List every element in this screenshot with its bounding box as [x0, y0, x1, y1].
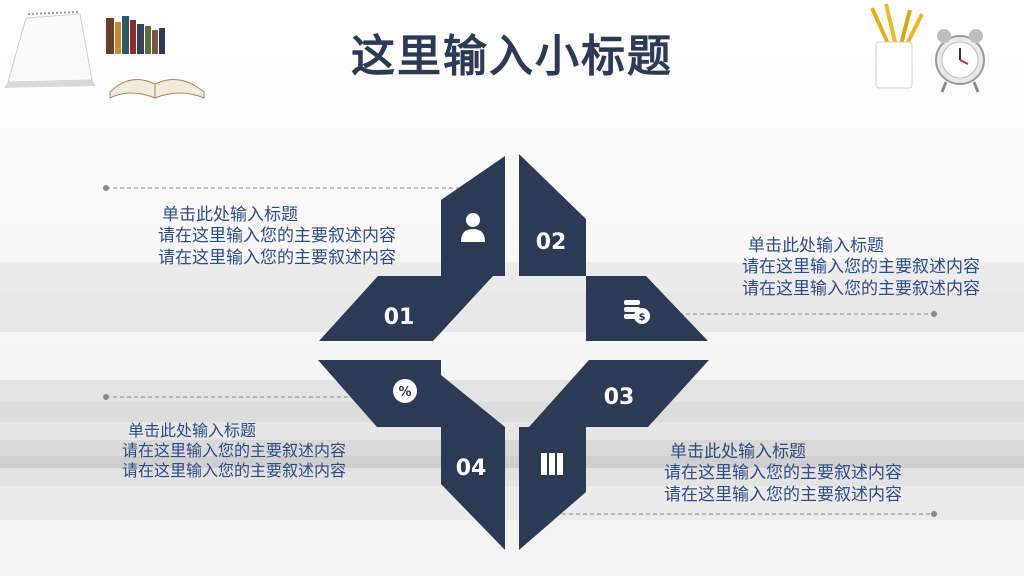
connectors: [103, 185, 937, 517]
segment-1-number: 01: [384, 305, 415, 330]
block-2-line-2: 请在这里输入您的主要叙述内容: [742, 278, 980, 299]
block-3-line-2: 请在这里输入您的主要叙述内容: [664, 484, 902, 505]
segment-4: [318, 360, 505, 550]
block-1-line-1: 请在这里输入您的主要叙述内容: [158, 226, 396, 247]
block-1-line-2: 请在这里输入您的主要叙述内容: [158, 247, 396, 268]
segment-3: [519, 360, 709, 550]
calendar-icon: [4, 11, 96, 88]
text-block-3: 单击此处输入标题 请在这里输入您的主要叙述内容 请在这里输入您的主要叙述内容: [664, 442, 902, 506]
text-block-1: 单击此处输入标题 请在这里输入您的主要叙述内容 请在这里输入您的主要叙述内容: [158, 205, 396, 269]
block-2-line-1: 请在这里输入您的主要叙述内容: [742, 257, 980, 278]
person-icon: [461, 213, 485, 242]
segment-3-number: 03: [604, 385, 635, 410]
block-4-line-1: 请在这里输入您的主要叙述内容: [122, 441, 347, 460]
svg-text:$: $: [639, 312, 646, 323]
block-3-line-1: 请在这里输入您的主要叙述内容: [664, 463, 902, 484]
open-book-icon: [109, 79, 205, 99]
text-block-2: 单击此处输入标题 请在这里输入您的主要叙述内容 请在这里输入您的主要叙述内容: [742, 236, 980, 300]
books-icon: [541, 453, 563, 475]
block-2-heading: 单击此处输入标题: [748, 236, 884, 256]
svg-text:%: %: [398, 385, 411, 400]
text-block-4: 单击此处输入标题 请在这里输入您的主要叙述内容 请在这里输入您的主要叙述内容: [122, 421, 346, 481]
block-4-heading: 单击此处输入标题: [128, 421, 257, 440]
segment-2-number: 02: [536, 230, 567, 255]
segment-4-number: 04: [456, 456, 487, 481]
block-3-heading: 单击此处输入标题: [670, 442, 806, 462]
block-4-line-2: 请在这里输入您的主要叙述内容: [122, 461, 347, 480]
alarm-clock-icon: [935, 29, 985, 93]
segment-2: [519, 154, 708, 341]
percent-icon: %: [393, 379, 417, 403]
block-1-heading: 单击此处输入标题: [162, 205, 298, 225]
pencil-cup-icon: [870, 3, 924, 89]
top-left-decoration: [4, 11, 205, 99]
top-right-decoration: [870, 3, 985, 93]
books-stack-icon: [106, 16, 165, 54]
coins-icon: $: [624, 300, 650, 324]
page-title: 这里输入小标题: [351, 31, 673, 82]
